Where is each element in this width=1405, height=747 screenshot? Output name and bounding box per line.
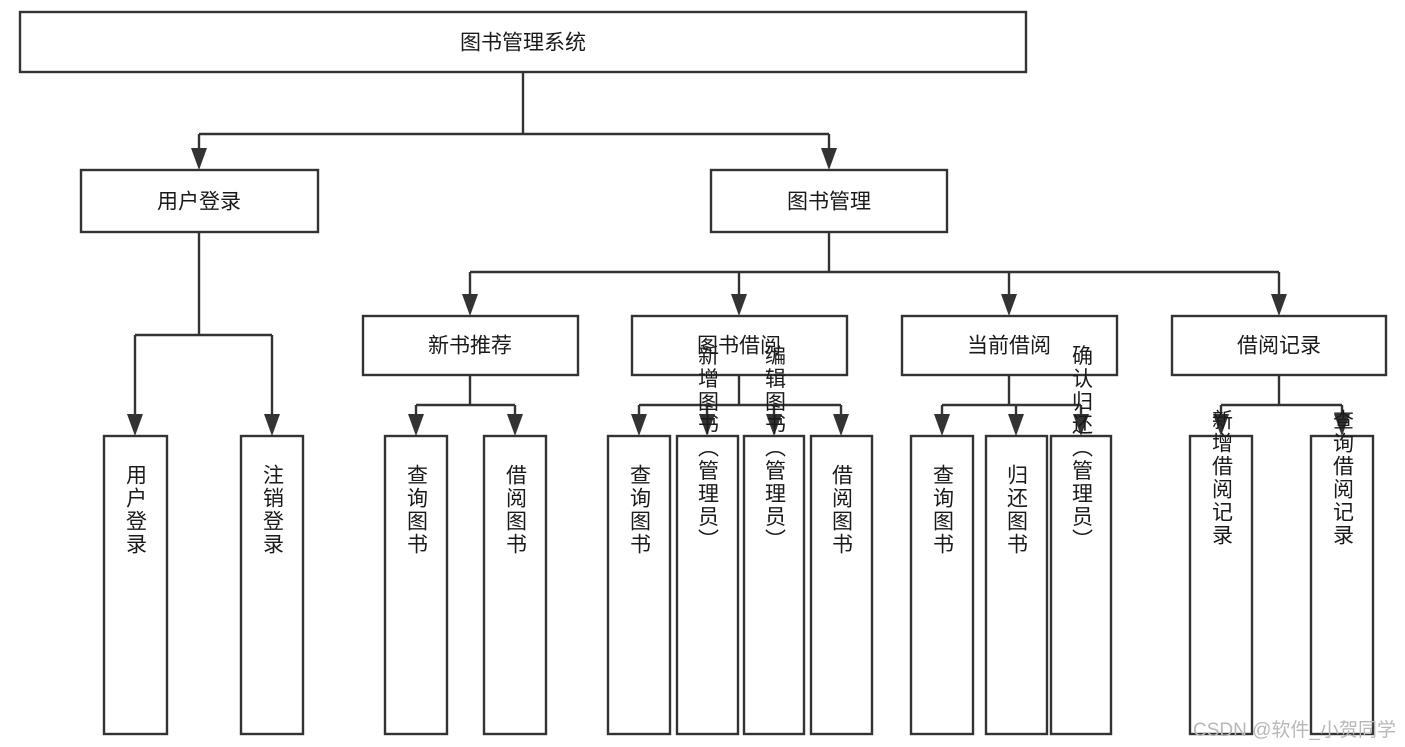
node-leaf-query-book-3-box[interactable]	[909, 434, 975, 736]
node-leaf-confirm-return[interactable]: 确认归还（管理员）	[1049, 345, 1113, 736]
arrow-head-to-leaf-borrow-book-2	[833, 414, 849, 436]
node-current-borrow-box[interactable]	[900, 314, 1119, 377]
edge-root-to-level2-bus	[197, 72, 831, 160]
arrow-head-to-new-book-recommend	[462, 294, 478, 316]
node-leaf-borrow-book-2-box[interactable]	[809, 434, 874, 736]
node-current-borrow-label: 当前借阅	[967, 335, 1051, 358]
node-leaf-confirm-return-box[interactable]	[1049, 434, 1113, 736]
arrow-head-to-leaf-user-login	[127, 414, 143, 436]
node-leaf-user-logout[interactable]: 注销登录	[239, 434, 305, 736]
node-leaf-add-record-box[interactable]	[1188, 434, 1254, 736]
node-borrow-record-label: 借阅记录	[1237, 335, 1321, 358]
node-leaf-query-book-1-box[interactable]	[383, 434, 449, 736]
node-book-manage-label: 图书管理	[787, 191, 871, 214]
node-current-borrow[interactable]: 当前借阅	[900, 314, 1119, 377]
arrow-head-to-leaf-query-book-2	[631, 414, 647, 436]
node-leaf-add-record-label: 新增借阅记录	[1210, 409, 1234, 547]
node-book-manage-box[interactable]	[709, 168, 949, 234]
node-leaf-add-book-box[interactable]	[675, 434, 740, 736]
node-leaf-borrow-book-1-label: 借阅图书	[504, 464, 528, 556]
node-leaf-borrow-book-2-label: 借阅图书	[830, 464, 854, 556]
node-leaf-user-logout-box[interactable]	[239, 434, 305, 736]
node-leaf-query-record-box[interactable]	[1309, 434, 1375, 736]
node-leaf-query-record-label: 查询借阅记录	[1331, 409, 1355, 547]
node-user-login-box[interactable]	[79, 168, 320, 234]
node-leaf-return-book-label: 归还图书	[1005, 464, 1029, 556]
edge-borrowrecord-to-leaves	[1219, 375, 1344, 426]
node-leaf-add-record[interactable]: 新增借阅记录	[1188, 409, 1254, 736]
edge-bookmanage-to-level3-bus	[468, 232, 1281, 306]
node-root[interactable]: 图书管理系统	[18, 10, 1028, 74]
arrow-head-to-leaf-return-book	[1008, 414, 1024, 436]
node-new-book-recommend-box[interactable]	[361, 314, 580, 377]
node-book-borrow-box[interactable]	[630, 314, 849, 377]
node-leaf-query-book-2[interactable]: 查询图书	[606, 434, 672, 736]
node-leaf-query-book-2-label: 查询图书	[628, 464, 652, 556]
node-leaf-query-record[interactable]: 查询借阅记录	[1309, 409, 1375, 736]
node-leaf-edit-book[interactable]: 编辑图书（管理员）	[742, 345, 806, 736]
arrow-head-to-leaf-query-record	[1334, 414, 1350, 436]
edge-userlogin-to-leaves	[133, 232, 274, 426]
edge-bookborrow-to-leaves	[637, 375, 843, 426]
node-leaf-return-book-box[interactable]	[984, 434, 1049, 736]
node-new-book-recommend-label: 新书推荐	[428, 335, 512, 358]
node-root-box[interactable]	[18, 10, 1028, 74]
node-book-manage[interactable]: 图书管理	[709, 168, 949, 234]
node-leaf-query-book-3[interactable]: 查询图书	[909, 434, 975, 736]
arrow-head-to-leaf-borrow-book-1	[507, 414, 523, 436]
node-book-borrow[interactable]: 图书借阅	[630, 314, 849, 377]
node-leaf-add-book-label: 新增图书（管理员）	[696, 345, 720, 552]
node-leaf-query-book-1[interactable]: 查询图书	[383, 434, 449, 736]
edge-newbook-to-leaves	[414, 375, 517, 426]
node-leaf-edit-book-box[interactable]	[742, 434, 806, 736]
node-leaf-edit-book-label: 编辑图书（管理员）	[763, 345, 787, 552]
arrow-head-to-leaf-confirm-return	[1073, 414, 1089, 436]
node-new-book-recommend[interactable]: 新书推荐	[361, 314, 580, 377]
arrow-head-to-leaf-query-book-3	[934, 414, 950, 436]
arrow-head-to-user-login	[191, 148, 207, 170]
node-leaf-query-book-3-label: 查询图书	[931, 464, 955, 556]
arrow-head-to-leaf-user-logout	[264, 414, 280, 436]
node-leaf-user-login[interactable]: 用户登录	[102, 434, 169, 736]
node-book-borrow-label: 图书借阅	[697, 335, 781, 358]
node-leaf-confirm-return-label: 确认归还（管理员）	[1070, 345, 1094, 552]
node-leaf-borrow-book-1-box[interactable]	[482, 434, 548, 736]
arrow-head-to-leaf-query-book-1	[408, 414, 424, 436]
arrow-head-to-borrow-record	[1271, 294, 1287, 316]
node-leaf-query-book-1-label: 查询图书	[405, 464, 429, 556]
node-borrow-record-box[interactable]	[1170, 314, 1388, 377]
node-leaf-user-login-label: 用户登录	[124, 464, 148, 556]
node-user-login-label: 用户登录	[157, 191, 241, 214]
node-borrow-record[interactable]: 借阅记录	[1170, 314, 1388, 377]
arrow-head-to-leaf-add-book	[699, 414, 715, 436]
node-leaf-query-book-2-box[interactable]	[606, 434, 672, 736]
node-user-login[interactable]: 用户登录	[79, 168, 320, 234]
node-leaf-borrow-book-1[interactable]: 借阅图书	[482, 434, 548, 736]
arrow-head-to-leaf-edit-book	[766, 414, 782, 436]
node-leaf-borrow-book-2[interactable]: 借阅图书	[809, 434, 874, 736]
node-leaf-add-book[interactable]: 新增图书（管理员）	[675, 345, 740, 736]
arrow-head-to-leaf-add-record	[1213, 414, 1229, 436]
arrow-head-to-book-borrow	[731, 294, 747, 316]
arrow-head-to-current-borrow	[1001, 294, 1017, 316]
edge-layer	[127, 72, 1350, 436]
node-root-label: 图书管理系统	[460, 32, 586, 55]
node-leaf-user-login-box[interactable]	[102, 434, 169, 736]
node-leaf-user-logout-label: 注销登录	[261, 464, 285, 556]
arrow-head-to-book-manage	[821, 148, 837, 170]
csdn-watermark: CSDN @软件_小贺同学	[1193, 719, 1396, 741]
node-leaf-return-book[interactable]: 归还图书	[984, 434, 1049, 736]
